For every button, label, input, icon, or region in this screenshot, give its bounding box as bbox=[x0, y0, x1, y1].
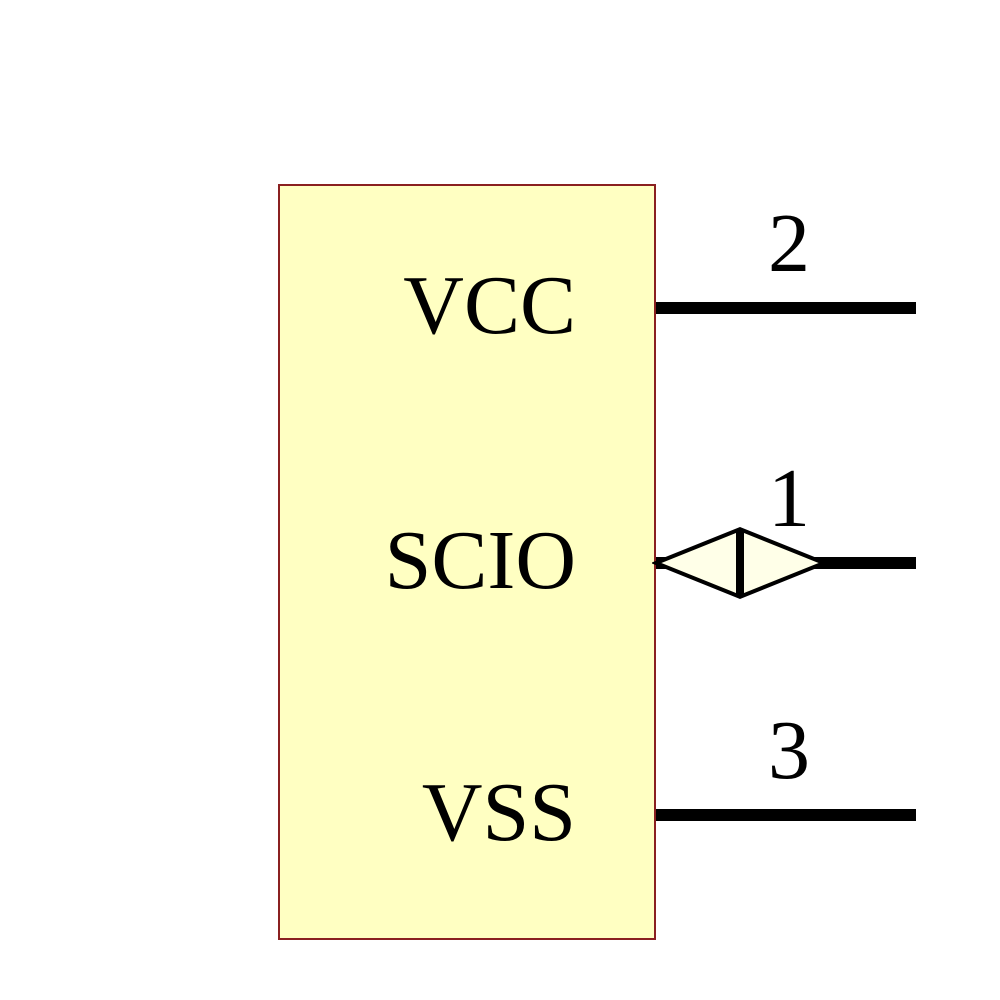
pin-label-vss: VSS bbox=[421, 766, 576, 859]
pin-line-vss[interactable] bbox=[656, 809, 916, 821]
arrow-right-triangle bbox=[740, 527, 828, 599]
pin-number-vss: 3 bbox=[768, 704, 810, 797]
pin-label-vcc: VCC bbox=[403, 259, 576, 352]
pin-label-scio: SCIO bbox=[384, 514, 576, 607]
pin-line-vcc[interactable] bbox=[656, 302, 916, 314]
arrow-left-triangle bbox=[652, 527, 740, 599]
bidirectional-arrow-icon bbox=[652, 527, 828, 599]
pin-number-vcc: 2 bbox=[768, 197, 810, 290]
pin-number-scio: 1 bbox=[768, 452, 810, 545]
component-body[interactable] bbox=[278, 184, 656, 940]
